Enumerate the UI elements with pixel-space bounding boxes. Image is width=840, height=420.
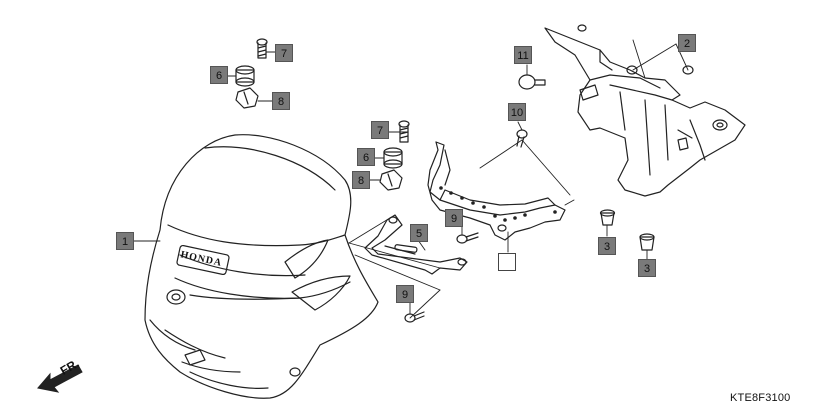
empty-reference-box	[498, 253, 516, 271]
collar-3b-part	[639, 233, 655, 251]
headlight-stay-part	[427, 141, 566, 241]
front-cowl-part	[144, 134, 379, 399]
callout-6b: 6	[357, 148, 375, 166]
diagram-code: KTE8F3100	[730, 392, 791, 404]
grommet-6a-part	[235, 65, 255, 87]
callout-3b: 3	[638, 259, 656, 277]
grommet-6b-part	[383, 147, 403, 169]
callout-11: 11	[514, 46, 532, 64]
callout-5: 5	[410, 224, 428, 242]
bolt-9a-part	[456, 232, 479, 244]
bolt-11-part	[518, 74, 546, 90]
front-direction-arrow	[37, 364, 83, 393]
cowl-stay-bracket-part	[544, 24, 746, 197]
screw-7a-part	[256, 38, 268, 59]
callout-3a: 3	[598, 237, 616, 255]
callout-10: 10	[508, 103, 526, 121]
callout-6a: 6	[210, 66, 228, 84]
callout-2: 2	[678, 34, 696, 52]
callout-1: 1	[116, 232, 134, 250]
callout-7a: 7	[275, 44, 293, 62]
screw-7b-part	[398, 120, 410, 143]
callout-8b: 8	[352, 171, 370, 189]
clip-8a-part	[235, 87, 259, 109]
callout-9b: 9	[396, 285, 414, 303]
clip-8b-part	[379, 169, 403, 191]
collar-3a-part	[599, 209, 616, 226]
callout-9a: 9	[445, 209, 463, 227]
callout-8a: 8	[272, 92, 290, 110]
small-bracket-part	[364, 214, 468, 275]
callout-7b: 7	[371, 121, 389, 139]
